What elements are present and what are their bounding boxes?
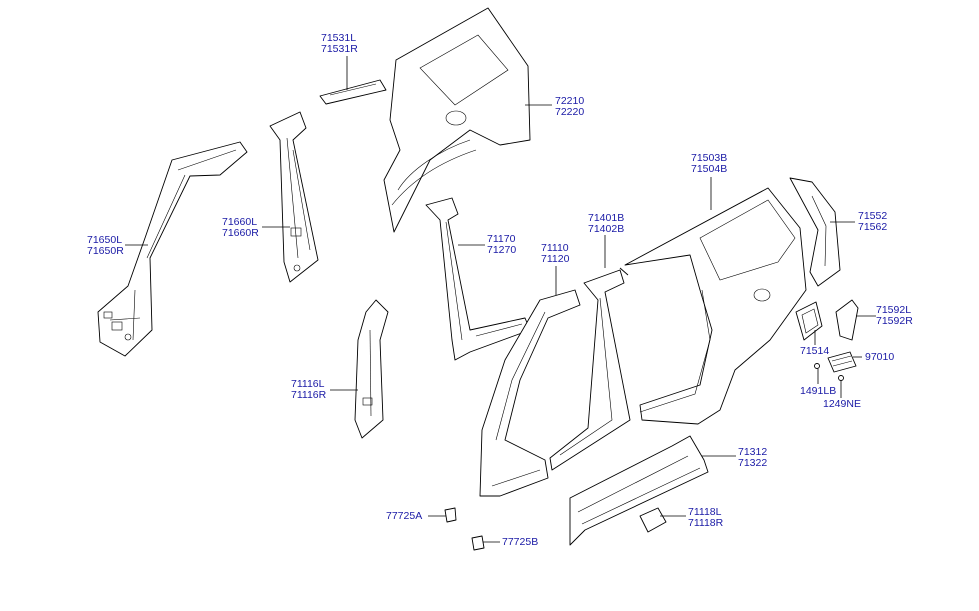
label-line-2: 71504B [691, 163, 728, 175]
label-line-1: 71110 [541, 242, 569, 254]
part-71116-reinforcement [354, 299, 389, 439]
label-line-2: 71270 [487, 244, 517, 256]
part-71118-bracket [639, 507, 667, 533]
leader-lines [125, 56, 876, 543]
label-71531: 71531L 71531R [321, 33, 358, 55]
label-line-1: 71650L [87, 234, 123, 246]
label-71552: 71552 71562 [858, 211, 887, 233]
label-line-2: 72220 [555, 106, 585, 118]
label-77725a: 77725A [386, 510, 423, 522]
label-71650: 71650L 71650R [87, 235, 124, 257]
label-line-2: 71562 [858, 221, 888, 233]
part-71592-bracket [835, 299, 859, 341]
label-71514: 71514 [800, 345, 830, 357]
label-line-2: 71531R [321, 43, 358, 55]
label-line-2: 71118R [688, 517, 724, 529]
label-line-1: 71401B [588, 212, 625, 224]
part-72210-quarter-inner [383, 7, 531, 233]
part-71110-side-outer-front [479, 289, 581, 497]
label-71110: 71110 71120 [541, 243, 569, 265]
label-line-1: 71116L [291, 378, 325, 390]
part-71552-quarter-extension [789, 177, 841, 287]
label-71503: 71503B 71504B [691, 153, 727, 175]
part-71312-side-sill [569, 435, 709, 546]
label-72210: 72210 72220 [555, 96, 584, 118]
label-line-1: 71592L [876, 304, 912, 316]
part-71660-center-pillar [269, 111, 319, 283]
label-line-1: 71503B [691, 152, 728, 164]
label-71592: 71592L 71592R [876, 305, 913, 327]
label-line-1: 71552 [858, 210, 888, 222]
part-71170-body-pillar [425, 197, 531, 361]
label-line-1: 71170 [487, 233, 516, 245]
part-77725-clips [444, 507, 485, 551]
label-97010: 97010 [865, 351, 895, 363]
label-line-1: 71312 [738, 446, 768, 458]
label-line-2: 71650R [87, 245, 124, 257]
part-71650-front-pillar [97, 141, 248, 357]
label-line-1: 72210 [555, 95, 585, 107]
label-71660: 71660L 71660R [222, 217, 259, 239]
label-line-2: 71116R [291, 389, 327, 401]
part-71514-fuel-housing [795, 301, 823, 341]
part-71503-side-outer-panel [624, 187, 807, 425]
part-97010-vent [827, 351, 857, 373]
label-71116: 71116L 71116R [291, 379, 326, 401]
label-line-1: 71660L [222, 216, 258, 228]
label-77725b: 77725B [502, 536, 539, 548]
label-line-1: 71531L [321, 32, 357, 44]
label-1491lb: 1491LB [800, 385, 837, 397]
label-line-1: 71118L [688, 506, 722, 518]
label-71118: 71118L 71118R [688, 507, 723, 529]
label-line-2: 71120 [541, 253, 570, 265]
part-71531-bracket [319, 79, 387, 105]
label-71312: 71312 71322 [738, 447, 767, 469]
label-line-2: 71322 [738, 457, 768, 469]
label-71401: 71401B 71402B [588, 213, 624, 235]
label-1249ne: 1249NE [823, 398, 861, 410]
label-line-2: 71592R [876, 315, 913, 327]
label-line-2: 71660R [222, 227, 259, 239]
label-71170: 71170 71270 [487, 234, 516, 256]
part-71401-center-pillar-outer [549, 267, 631, 471]
label-line-2: 71402B [588, 223, 625, 235]
part-fasteners [814, 363, 844, 381]
